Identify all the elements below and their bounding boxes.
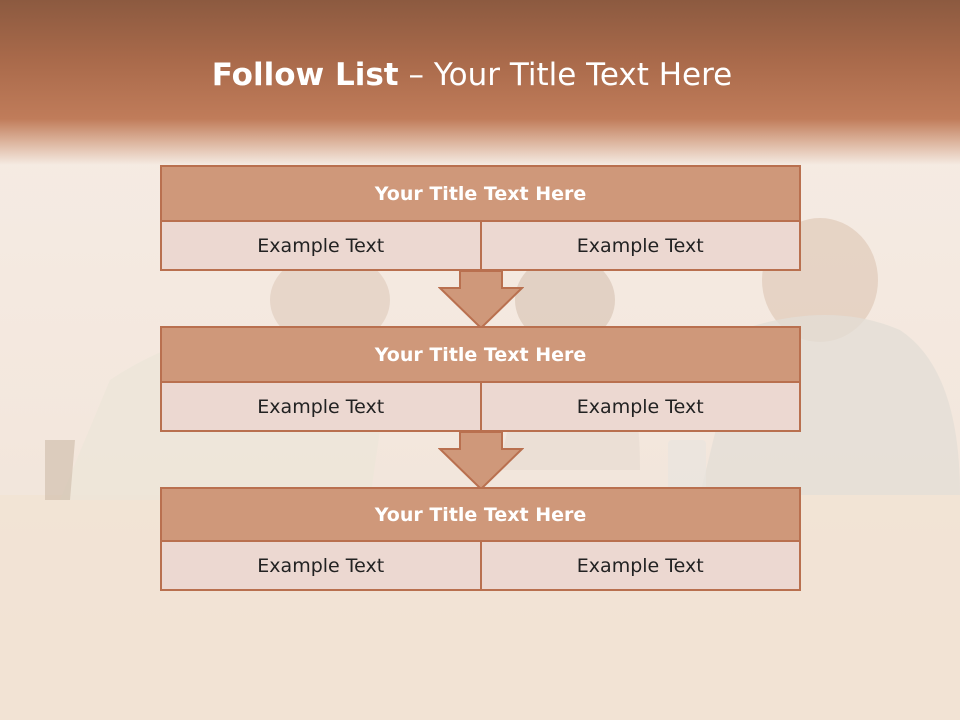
header-band <box>0 0 960 165</box>
down-arrow-icon <box>438 270 524 330</box>
block-title: Your Title Text Here <box>160 165 801 222</box>
list-block-2: Your Title Text Here Example Text Exampl… <box>160 326 801 432</box>
block-row: Example Text Example Text <box>160 222 801 271</box>
block-right-text: Example Text <box>481 542 801 591</box>
list-block-3: Your Title Text Here Example Text Exampl… <box>160 487 801 591</box>
block-right-text: Example Text <box>481 222 801 271</box>
block-left-text: Example Text <box>160 542 482 591</box>
title-rest: – Your Title Text Here <box>398 57 733 93</box>
slide-title: Follow List – Your Title Text Here <box>0 52 944 98</box>
block-left-text: Example Text <box>160 222 482 271</box>
block-title: Your Title Text Here <box>160 326 801 383</box>
block-row: Example Text Example Text <box>160 542 801 591</box>
block-left-text: Example Text <box>160 383 482 432</box>
list-block-1: Your Title Text Here Example Text Exampl… <box>160 165 801 271</box>
block-row: Example Text Example Text <box>160 383 801 432</box>
block-right-text: Example Text <box>481 383 801 432</box>
block-title: Your Title Text Here <box>160 487 801 542</box>
down-arrow-icon <box>438 431 524 491</box>
title-bold: Follow List <box>211 57 399 93</box>
